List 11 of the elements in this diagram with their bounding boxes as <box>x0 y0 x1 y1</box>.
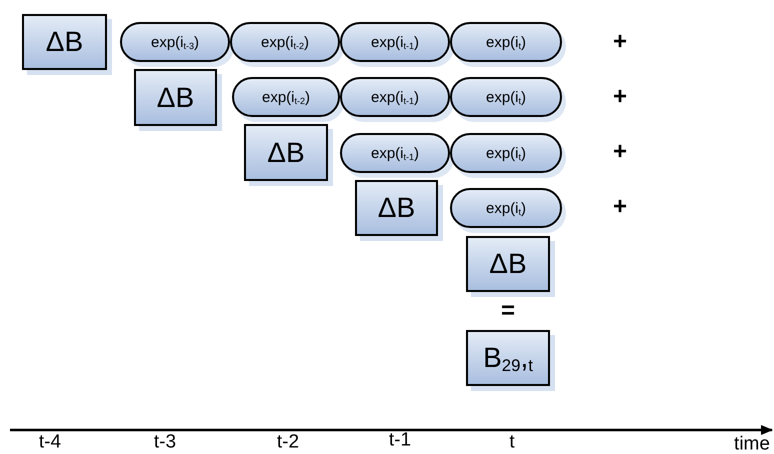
operator-sign: + <box>613 195 627 219</box>
operator-sign: + <box>613 85 627 109</box>
axis-tick-label: t-4 <box>38 432 62 452</box>
operator-sign: = <box>501 299 515 323</box>
axis-tick-label: t <box>509 432 515 452</box>
axis-tick-label: t-1 <box>388 430 412 450</box>
axis-tick-label: t-2 <box>276 432 300 452</box>
axis-tick-label: t-3 <box>154 432 176 452</box>
axis-tick-label: time <box>734 434 770 454</box>
operator-sign: + <box>613 140 627 164</box>
operator-sign: + <box>613 30 627 54</box>
